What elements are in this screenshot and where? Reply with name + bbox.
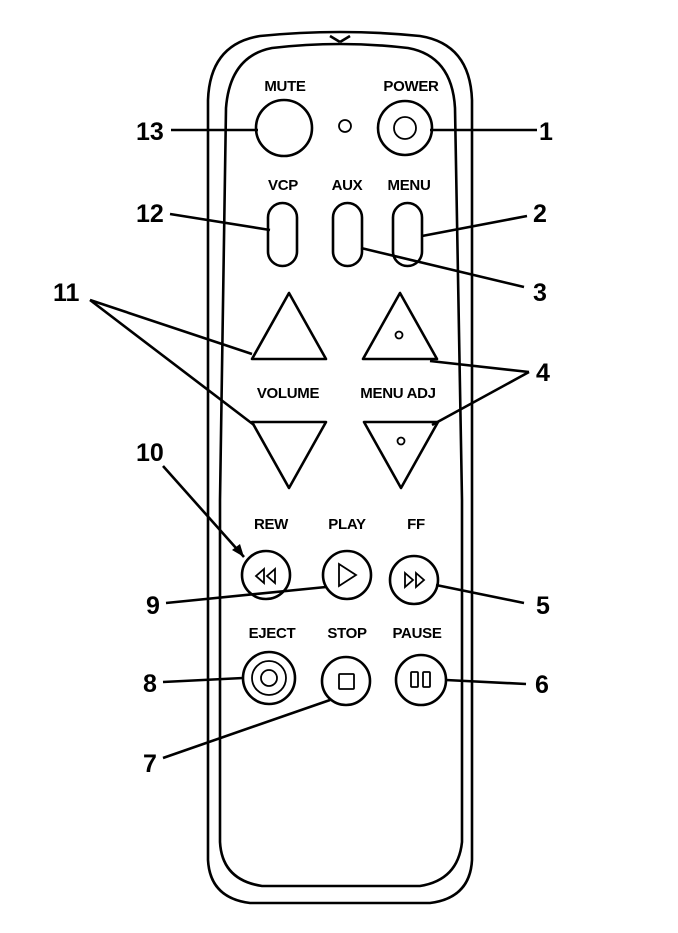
eject-label: EJECT (249, 625, 296, 642)
leader-line-11-up (89, 298, 253, 356)
eject-inner-ring-icon (260, 669, 278, 687)
rewind-icon (254, 567, 276, 585)
vcp-button[interactable] (266, 201, 299, 268)
menu-button[interactable] (391, 201, 424, 268)
callout-1: 1 (539, 118, 553, 146)
play-label: PLAY (328, 516, 366, 533)
callout-9: 9 (146, 592, 160, 620)
stop-square-icon (338, 673, 355, 690)
leader-line-7 (162, 698, 331, 760)
callout-4: 4 (536, 359, 550, 387)
pause-button[interactable] (394, 653, 448, 707)
callout-13: 13 (136, 118, 164, 146)
callout-12: 12 (136, 200, 164, 228)
volume-label: VOLUME (257, 385, 320, 402)
leader-line-5 (435, 583, 525, 605)
leader-line-9 (165, 585, 327, 605)
play-button[interactable] (321, 549, 373, 601)
leader-line-4-down (431, 370, 530, 427)
leader-line-3 (360, 246, 525, 289)
leader-line-8 (162, 676, 244, 684)
leader-line-11-down (89, 298, 255, 427)
mute-button[interactable] (254, 98, 314, 158)
leader-line-10 (162, 465, 245, 558)
menu-adj-up-button[interactable] (361, 291, 439, 361)
aux-button[interactable] (331, 201, 364, 268)
callout-10: 10 (136, 439, 164, 467)
play-icon (338, 562, 358, 588)
pause-label: PAUSE (392, 625, 441, 642)
aux-label: AUX (332, 177, 363, 194)
callout-2: 2 (533, 200, 547, 228)
leader-arrow-10 (232, 544, 244, 557)
rewind-button[interactable] (240, 549, 292, 601)
leader-line-6 (445, 678, 527, 686)
leader-line-12 (169, 212, 271, 232)
volume-down-button[interactable] (250, 420, 328, 490)
callout-3: 3 (533, 279, 547, 307)
power-label: POWER (383, 78, 439, 95)
indicator-led (338, 119, 352, 133)
menu-adj-down-button[interactable] (362, 420, 440, 490)
rew-label: REW (254, 516, 289, 533)
dot-icon (394, 330, 404, 340)
mute-label: MUTE (264, 78, 306, 95)
callout-11: 11 (53, 279, 80, 307)
menu-label: MENU (388, 177, 431, 194)
callout-lines (89, 128, 537, 760)
callout-6: 6 (535, 671, 549, 699)
menu-adj-label: MENU ADJ (360, 385, 435, 402)
volume-up-button[interactable] (250, 291, 328, 361)
remote-body (206, 30, 474, 905)
leader-line-2 (421, 214, 528, 238)
power-ring-icon (393, 116, 417, 140)
stop-button[interactable] (320, 655, 372, 707)
pause-bars-icon (410, 671, 431, 688)
stop-label: STOP (327, 625, 367, 642)
leader-line-4-up (429, 359, 530, 374)
vcp-label: VCP (268, 177, 298, 194)
callout-8: 8 (143, 670, 157, 698)
callout-7: 7 (143, 750, 157, 778)
power-button[interactable] (376, 99, 434, 157)
ff-label: FF (407, 516, 425, 533)
callout-5: 5 (536, 592, 550, 620)
fast-forward-button[interactable] (388, 554, 440, 606)
dot-icon (396, 436, 406, 446)
fast-forward-icon (404, 571, 426, 589)
eject-button[interactable] (241, 650, 297, 706)
